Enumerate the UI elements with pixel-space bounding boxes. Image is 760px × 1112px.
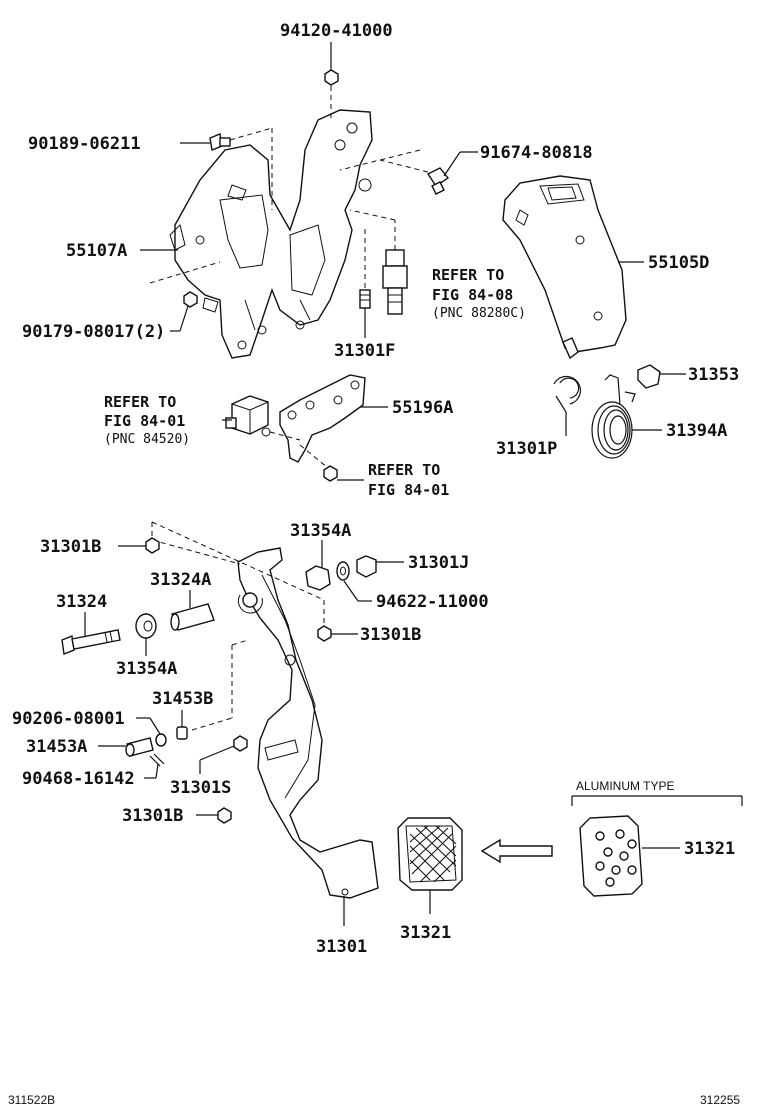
stop-lamp-switch-part xyxy=(349,209,408,315)
label-31321-pad: 31321 xyxy=(400,923,451,943)
clip-31353-part xyxy=(637,364,661,389)
nut-31301B-mid-part xyxy=(317,625,332,642)
label-31354A-bottom: 31354A xyxy=(116,659,177,679)
label-31353: 31353 xyxy=(688,365,739,385)
bush-31354A-bottom-part xyxy=(135,613,157,639)
label-31321-aluminum: 31321 xyxy=(684,839,735,859)
bushing-31301P-part xyxy=(553,375,582,405)
bolt-91674-80818-part xyxy=(339,149,450,195)
label-90468-16142: 90468-16142 xyxy=(22,769,135,789)
label-31453A: 31453A xyxy=(26,737,87,757)
ref1-line1: REFER TO xyxy=(432,266,504,284)
label-31324: 31324 xyxy=(56,592,107,612)
label-31301B-bottom: 31301B xyxy=(122,806,183,826)
label-31394A: 31394A xyxy=(666,421,727,441)
footer: 311522B 312255 xyxy=(8,1093,740,1107)
label-31354A-top: 31354A xyxy=(290,521,351,541)
bracket-cover-55105D-part xyxy=(502,175,627,360)
label-31453B: 31453B xyxy=(152,689,213,709)
bush-washer-nut-group xyxy=(305,555,377,591)
label-55105D: 55105D xyxy=(648,253,709,273)
label-94120-41000: 94120-41000 xyxy=(280,21,393,41)
label-31301J: 31301J xyxy=(408,553,469,573)
label-31301F: 31301F xyxy=(334,341,395,361)
nut-31301S-part xyxy=(233,735,248,752)
label-90179-08017: 90179-08017(2) xyxy=(22,322,165,342)
nut-90179-08017-part xyxy=(149,261,221,308)
nut-94120-41000-part xyxy=(324,69,339,118)
clevis-pin-group xyxy=(125,726,188,767)
footer-left-code: 311522B xyxy=(8,1093,55,1107)
pedal-bracket-illustration xyxy=(169,109,373,359)
label-90189-06211: 90189-06211 xyxy=(28,134,141,154)
aluminum-type-label: ALUMINUM TYPE xyxy=(576,779,674,793)
part-labels: 94120-41000 90189-06211 91674-80818 5510… xyxy=(12,21,739,957)
ref1-line2: FIG 84-08 xyxy=(432,286,513,304)
footer-right-code: 312255 xyxy=(700,1093,740,1107)
clutch-pedal-illustration xyxy=(151,521,379,899)
label-55107A: 55107A xyxy=(66,241,127,261)
label-31324A: 31324A xyxy=(150,570,211,590)
spring-31394A-part xyxy=(591,374,636,459)
label-31301B-top: 31301B xyxy=(40,537,101,557)
aluminum-pad-31321-part xyxy=(571,795,743,897)
label-31301P: 31301P xyxy=(496,439,557,459)
label-31301: 31301 xyxy=(316,937,367,957)
label-31301B-mid: 31301B xyxy=(360,625,421,645)
pin-31324A-part xyxy=(170,603,215,631)
position-sensor-part xyxy=(225,395,301,441)
ref1-pnc: (PNC 88280C) xyxy=(432,306,526,321)
alternative-arrow xyxy=(480,838,553,864)
ref2-line2: FIG 84-01 xyxy=(104,412,185,430)
nut-31301B-top-part xyxy=(145,537,160,554)
ref2-pnc: (PNC 84520) xyxy=(104,432,190,447)
bracket-55196A-part xyxy=(279,374,366,469)
label-94622-11000: 94622-11000 xyxy=(376,592,489,612)
pedal-pad-31321-part xyxy=(397,817,463,891)
stud-31301F-part xyxy=(359,228,371,309)
reference-notes: REFER TO FIG 84-08 (PNC 88280C) REFER TO… xyxy=(104,266,526,499)
label-55196A: 55196A xyxy=(392,398,453,418)
nut-31301B-bottom-part xyxy=(217,807,232,824)
label-91674-80818: 91674-80818 xyxy=(480,143,593,163)
bolt-90189-06211-part xyxy=(209,127,273,210)
nut-fig84-01-part xyxy=(323,465,338,482)
ref2-line1: REFER TO xyxy=(104,393,176,411)
ref3-line1: REFER TO xyxy=(368,461,440,479)
label-90206-08001: 90206-08001 xyxy=(12,709,125,729)
ref3-line2: FIG 84-01 xyxy=(368,481,449,499)
leader-lines xyxy=(84,42,686,926)
bolt-31324-part xyxy=(61,629,121,655)
label-31301S: 31301S xyxy=(170,778,231,798)
